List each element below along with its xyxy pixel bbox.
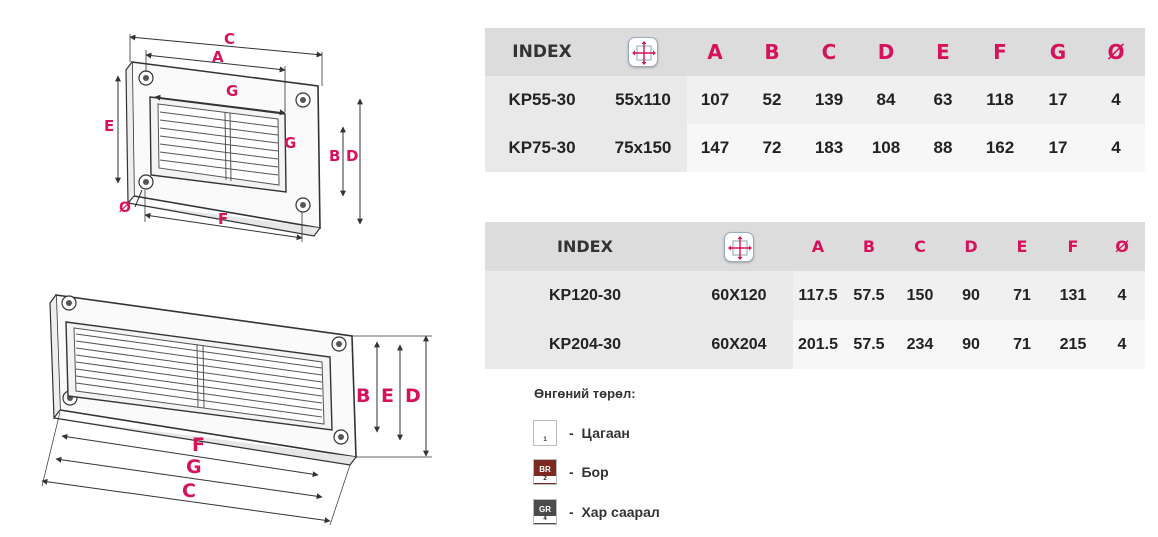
- value-f: 131: [1047, 271, 1099, 320]
- col-header-d: D: [857, 28, 915, 76]
- spec-table-kp55-kp75: INDEX A B C D E F G Ø KP55-30 55x110 107…: [485, 28, 1145, 172]
- model-size: 55x110: [599, 76, 687, 124]
- dim-label-b: B: [329, 147, 340, 165]
- table-row: KP204-30 60X204 201.5 57.5 234 90 71 215…: [485, 320, 1145, 369]
- dim-label-a: A: [212, 48, 224, 66]
- value-c: 150: [895, 271, 945, 320]
- color-option-dark-grey: GR 4 - Хар саарал: [533, 499, 660, 525]
- dim-label-d: D: [346, 147, 358, 165]
- value-c: 183: [801, 124, 857, 172]
- model-size: 60X204: [685, 320, 793, 369]
- value-e: 71: [997, 271, 1047, 320]
- value-a: 201.5: [793, 320, 843, 369]
- col-header-d: D: [945, 222, 997, 271]
- value-a: 147: [687, 124, 743, 172]
- table-header-row: INDEX A B C D E F G Ø: [485, 28, 1145, 76]
- table-row: KP55-30 55x110 107 52 139 84 63 118 17 4: [485, 76, 1145, 124]
- dim-label-e: E: [104, 117, 114, 135]
- color-label: - Цагаан: [569, 425, 630, 441]
- model-size: 75x150: [599, 124, 687, 172]
- model-id: KP204-30: [485, 320, 685, 369]
- value-f: 118: [971, 76, 1029, 124]
- value-d: 90: [945, 271, 997, 320]
- color-swatch-dark-grey: GR 4: [533, 499, 557, 525]
- color-legend-title: Өнгөний төрөл:: [534, 386, 636, 401]
- col-header-e: E: [997, 222, 1047, 271]
- value-diameter: 4: [1087, 76, 1145, 124]
- col-header-b: B: [743, 28, 801, 76]
- value-d: 84: [857, 76, 915, 124]
- model-id: KP75-30: [485, 124, 599, 172]
- col-header-e: E: [915, 28, 971, 76]
- dim-label-diameter: Ø: [119, 200, 131, 216]
- value-e: 71: [997, 320, 1047, 369]
- col-header-b: B: [843, 222, 895, 271]
- top-grille-drawing: C A G G E B D F Ø: [104, 30, 363, 242]
- value-e: 88: [915, 124, 971, 172]
- dim-label-g-bottom: G: [186, 456, 202, 478]
- model-id: KP120-30: [485, 271, 685, 320]
- table-header-row: INDEX A B C D E F Ø: [485, 222, 1145, 271]
- value-d: 108: [857, 124, 915, 172]
- value-e: 63: [915, 76, 971, 124]
- index-header: INDEX: [485, 28, 599, 76]
- value-g: 17: [1029, 124, 1087, 172]
- color-number: 2: [534, 476, 556, 483]
- table-row: KP75-30 75x150 147 72 183 108 88 162 17 …: [485, 124, 1145, 172]
- col-header-g: G: [1029, 28, 1087, 76]
- value-b: 57.5: [843, 320, 895, 369]
- mounting-cross-icon: [724, 231, 754, 262]
- value-diameter: 4: [1099, 320, 1145, 369]
- col-header-f: F: [971, 28, 1029, 76]
- mounting-cross-icon-cell: [685, 222, 793, 271]
- value-b: 52: [743, 76, 801, 124]
- index-header: INDEX: [485, 222, 685, 271]
- value-c: 139: [801, 76, 857, 124]
- dim-label-g-side: G: [284, 134, 296, 152]
- value-f: 162: [971, 124, 1029, 172]
- technical-drawings: C A G G E B D F Ø: [41, 30, 432, 526]
- color-option-brown: BR 2 - Бор: [533, 459, 609, 485]
- bottom-grille-drawing: B E D F G C: [41, 294, 432, 526]
- color-option-white: 1 - Цагаан: [533, 420, 630, 446]
- value-a: 107: [687, 76, 743, 124]
- color-swatch-brown: BR 2: [533, 459, 557, 485]
- value-c: 234: [895, 320, 945, 369]
- dim-label-c-bottom: C: [182, 480, 196, 502]
- col-header-a: A: [687, 28, 743, 76]
- col-header-diameter: Ø: [1087, 28, 1145, 76]
- value-b: 72: [743, 124, 801, 172]
- value-diameter: 4: [1087, 124, 1145, 172]
- dim-label-b-bottom: B: [356, 385, 370, 407]
- color-label: - Бор: [569, 464, 609, 480]
- col-header-a: A: [793, 222, 843, 271]
- col-header-f: F: [1047, 222, 1099, 271]
- table-row: KP120-30 60X120 117.5 57.5 150 90 71 131…: [485, 271, 1145, 320]
- value-f: 215: [1047, 320, 1099, 369]
- color-number: 1: [534, 437, 556, 444]
- dim-label-g: G: [226, 82, 238, 100]
- mounting-cross-icon: [628, 37, 658, 67]
- value-g: 17: [1029, 76, 1087, 124]
- dim-label-c: C: [224, 30, 235, 48]
- color-number: 4: [534, 516, 556, 523]
- col-header-c: C: [895, 222, 945, 271]
- col-header-diameter: Ø: [1099, 222, 1145, 271]
- model-id: KP55-30: [485, 76, 599, 124]
- value-b: 57.5: [843, 271, 895, 320]
- value-d: 90: [945, 320, 997, 369]
- spec-table-kp120-kp204: INDEX A B C D E F Ø KP120-30 60X120 117.…: [485, 222, 1145, 369]
- value-diameter: 4: [1099, 271, 1145, 320]
- col-header-c: C: [801, 28, 857, 76]
- dim-label-e-bottom: E: [381, 385, 394, 407]
- value-a: 117.5: [793, 271, 843, 320]
- model-size: 60X120: [685, 271, 793, 320]
- dim-label-d-bottom: D: [405, 385, 421, 407]
- color-swatch-white: 1: [533, 420, 557, 446]
- dim-label-f-bottom: F: [192, 434, 205, 456]
- mounting-cross-icon-cell: [599, 28, 687, 76]
- color-label: - Хар саарал: [569, 504, 660, 520]
- dim-label-f: F: [218, 210, 228, 228]
